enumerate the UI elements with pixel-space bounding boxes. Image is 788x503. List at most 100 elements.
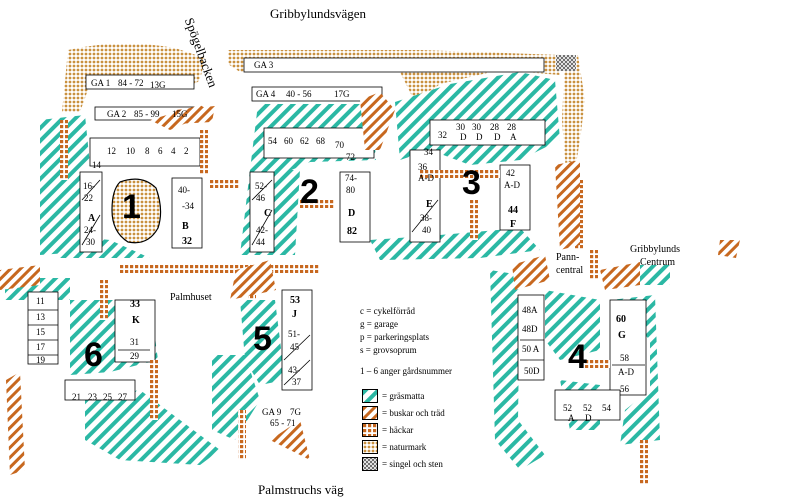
label-h40b: 40: [422, 225, 431, 235]
hedge-11: [238, 410, 246, 460]
building-29-33: [114, 299, 156, 363]
label-h34: -34: [182, 201, 194, 211]
bush-10: [0, 265, 40, 290]
label-h34b: 34: [424, 147, 433, 157]
courtyard-number-3: 3: [462, 164, 481, 202]
legend-label-gravel: = singel och sten: [382, 458, 443, 469]
label-h51: 51-: [288, 329, 300, 339]
hedge-7: [470, 200, 478, 240]
road-label-south: Palmstruchs väg: [258, 482, 344, 497]
gravel-area: [556, 55, 576, 71]
road-label-north: Gribbylundsvägen: [270, 6, 367, 21]
courtyard-number-4: 4: [568, 338, 587, 376]
building-74-82: [339, 171, 371, 243]
label-hC: C: [264, 208, 272, 219]
legend-item-gravel: = singel och sten: [362, 455, 520, 472]
legend-label-grass: = gräsmatta: [382, 390, 425, 401]
label-h30e: 30: [472, 122, 481, 132]
hedge-9: [590, 250, 598, 280]
label-hG: G: [618, 330, 626, 341]
label-ga4: GA 4: [256, 89, 276, 99]
label-ga1: GA 1: [91, 78, 111, 88]
label-h17: 17: [36, 342, 45, 352]
label-hD1: D: [460, 132, 467, 142]
label-hAD: A-D: [418, 173, 434, 183]
legend-abbrev-s: s = grovsoprum: [360, 345, 417, 355]
label-h44b: 44: [508, 205, 518, 216]
legend-abbrev-c: c = cykelförråd: [360, 306, 416, 316]
bush-9: [555, 160, 580, 250]
label-h15: 15: [36, 327, 45, 337]
building-16-30: [79, 171, 103, 253]
label-h22: 22: [84, 193, 93, 203]
gravel-swatch: [362, 456, 378, 471]
label-ga4g: 17G: [334, 89, 350, 99]
building-21-27: [64, 379, 136, 401]
label-h52: 52-: [255, 181, 267, 191]
label-h53: 53: [290, 295, 300, 306]
legend-item-hedge: = häckar: [362, 421, 520, 438]
label-h21: 21: [72, 392, 81, 402]
label-h62: 62: [300, 136, 309, 146]
hedge-1: [60, 120, 68, 180]
legend-item-nature: = naturmark: [362, 438, 520, 455]
label-h46: 46: [256, 193, 265, 203]
centrum-label-line2: Centrum: [640, 257, 675, 268]
label-h14: 14: [92, 160, 101, 170]
label-h38: 38-: [420, 213, 432, 223]
label-h58: 58: [620, 353, 629, 363]
bush-4: [512, 255, 550, 290]
label-h8: 8: [145, 146, 150, 156]
legend-item-bush: = buskar och träd: [362, 404, 520, 421]
label-hJ: J: [292, 309, 297, 320]
nature-swatch: [362, 439, 378, 454]
legend-note: 1 – 6 anger gårdsnummer: [360, 366, 452, 376]
label-h4: 4: [171, 146, 176, 156]
courtyard-1-nature: [111, 178, 162, 244]
label-h32: 32: [182, 236, 192, 247]
building-48-50: [517, 294, 545, 381]
label-h13: 13: [36, 312, 45, 322]
label-h52c: 52: [583, 403, 592, 413]
building-52-44: [249, 171, 275, 253]
label-h24: 24-: [84, 225, 96, 235]
label-ga1n: 84 - 72: [118, 78, 144, 88]
label-ga2n: 85 - 99: [134, 109, 160, 119]
legend-abbrev-p: p = parkeringsplats: [360, 332, 430, 342]
label-ga2: GA 2: [107, 109, 127, 119]
label-h74: 74-: [345, 173, 357, 183]
building-ga3: [243, 57, 545, 73]
building-37-53: [281, 289, 313, 391]
label-h56: 56: [620, 384, 629, 394]
grass-area-yard1: [40, 115, 90, 255]
label-h80: 80: [346, 185, 355, 195]
label-h23: 23: [88, 392, 97, 402]
hedge-13: [210, 180, 240, 188]
label-hA3: A: [568, 413, 575, 423]
hedge-6: [420, 170, 500, 178]
label-h48A: 48A: [522, 305, 538, 315]
grass-area-yard5b: [212, 355, 260, 440]
label-h6: 6: [158, 146, 163, 156]
label-ga2g: 15G: [172, 109, 188, 119]
building-56-60: [609, 299, 647, 396]
hedge-10: [150, 360, 158, 420]
label-h40: 40-: [178, 185, 190, 195]
legend-abbrev-g: g = garage: [360, 319, 399, 329]
label-h29: 29: [130, 351, 139, 361]
hedge-swatch: [362, 422, 378, 437]
bush-7: [175, 106, 215, 124]
label-h33: 33: [130, 299, 140, 310]
courtyard-number-1: 1: [122, 188, 141, 226]
label-hD4: D: [585, 413, 592, 423]
label-h30d: 30: [456, 122, 465, 132]
label-h42b: 42: [506, 168, 515, 178]
label-hA1: A: [88, 213, 96, 224]
bush-5: [600, 262, 640, 290]
label-hB: B: [182, 221, 189, 232]
bush-2: [230, 260, 276, 300]
label-hF: F: [510, 219, 517, 230]
label-h72: 72: [346, 152, 355, 162]
label-hK: K: [132, 315, 140, 326]
